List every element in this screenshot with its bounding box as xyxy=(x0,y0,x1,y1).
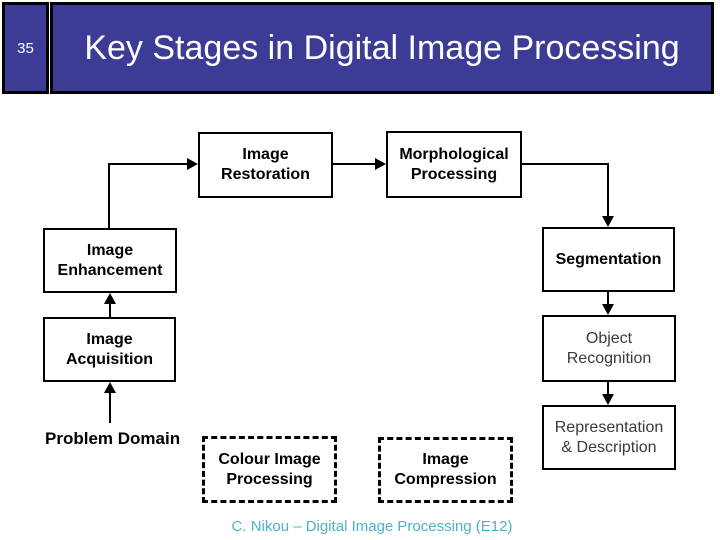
label-problem-domain: Problem Domain xyxy=(45,429,181,448)
node-image-acquisition: Image Acquisition xyxy=(43,317,176,382)
node-segmentation: Segmentation xyxy=(542,227,675,292)
footer-credit: C. Nikou – Digital Image Processing (E12… xyxy=(231,518,513,535)
node-label: Processing xyxy=(410,165,498,183)
arrowhead-up-icon xyxy=(104,382,116,393)
node-label: & Description xyxy=(561,438,657,456)
arrow-object-to-representation-vline xyxy=(607,382,609,395)
node-colour-image-processing: Colour Image Processing xyxy=(202,436,337,503)
arrowhead-down-icon xyxy=(602,304,614,315)
arrow-morphological-to-segmentation-hline xyxy=(522,163,609,165)
slide-number-box: 35 xyxy=(2,2,49,94)
arrowhead-down-icon xyxy=(602,394,614,405)
arrow-morphological-to-segmentation-vline xyxy=(607,163,609,217)
node-label: Acquisition xyxy=(65,350,154,368)
arrowhead-right-icon xyxy=(187,158,198,170)
node-label: Segmentation xyxy=(555,250,662,268)
arrowhead-down-icon xyxy=(602,216,614,227)
node-label: Image xyxy=(242,146,289,163)
node-image-enhancement: Image Enhancement xyxy=(43,228,177,293)
slide-title: Key Stages in Digital Image Processing xyxy=(84,28,680,67)
node-label: Image xyxy=(422,451,469,468)
node-image-compression: Image Compression xyxy=(378,437,513,503)
node-label: Image xyxy=(86,330,133,348)
header-bar: Key Stages in Digital Image Processing xyxy=(50,2,714,94)
arrowhead-right-icon xyxy=(375,158,386,170)
arrow-acquisition-to-enhancement-vline xyxy=(109,303,111,317)
arrow-enhancement-to-restoration-vline xyxy=(108,164,110,228)
arrow-restoration-to-morphological-hline xyxy=(333,163,376,165)
node-representation-description: Representation & Description xyxy=(542,405,676,470)
arrow-segmentation-to-object-vline xyxy=(607,292,609,305)
node-label: Representation xyxy=(554,418,664,436)
node-label: Object xyxy=(585,329,633,347)
arrow-enhancement-to-restoration-hline xyxy=(108,163,188,165)
slide-number: 35 xyxy=(17,39,34,57)
arrowhead-up-icon xyxy=(104,293,116,304)
node-image-restoration: Image Restoration xyxy=(198,132,333,198)
node-morphological-processing: Morphological Processing xyxy=(386,131,522,198)
node-label: Morphological xyxy=(399,145,509,163)
node-object-recognition: Object Recognition xyxy=(542,315,676,382)
arrow-problem-to-acquisition-vline xyxy=(109,392,111,423)
node-label: Colour Image xyxy=(218,450,321,468)
node-label: Compression xyxy=(394,471,497,488)
node-label: Image xyxy=(86,241,134,259)
node-label: Restoration xyxy=(221,166,310,183)
node-label: Enhancement xyxy=(57,261,163,279)
node-label: Processing xyxy=(226,470,313,488)
node-label: Recognition xyxy=(566,349,652,367)
